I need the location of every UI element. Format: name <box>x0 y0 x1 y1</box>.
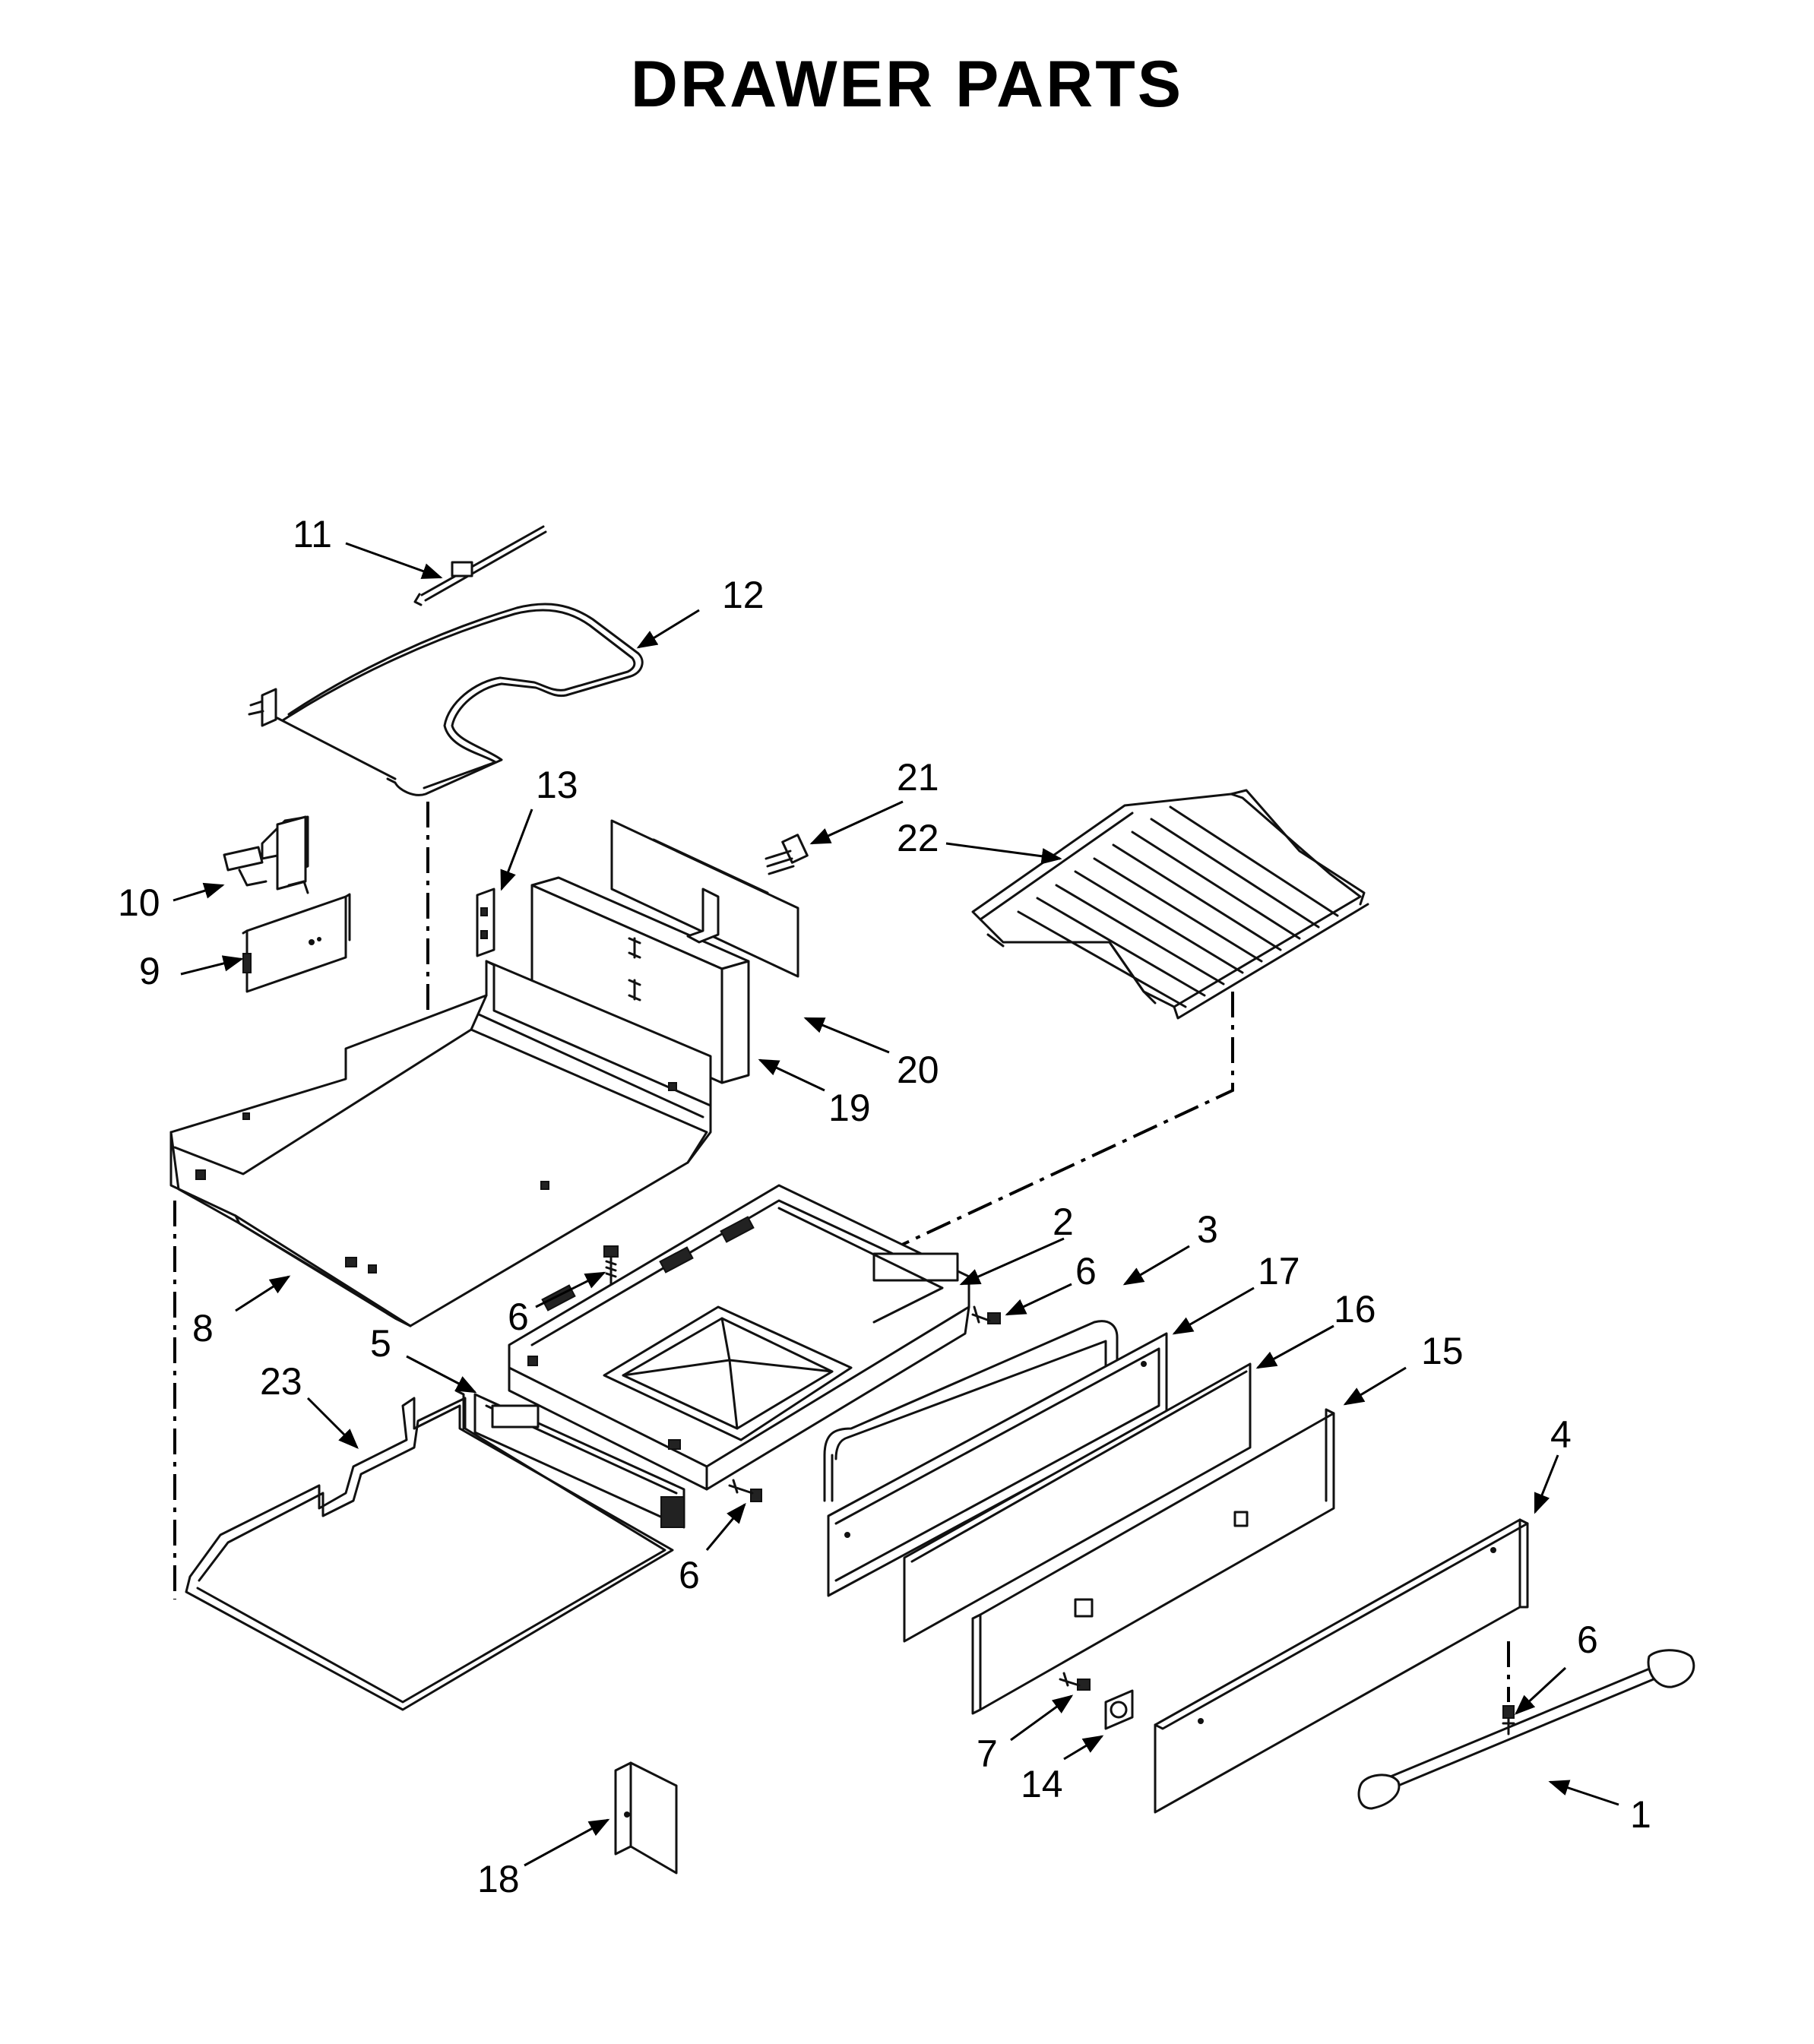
leader-23 <box>306 1397 359 1449</box>
callout-16: 16 <box>1334 1288 1376 1330</box>
part-6-screw-b <box>971 1305 1001 1324</box>
part-16-door-panel <box>903 1362 1252 1643</box>
part-21-screw <box>765 834 809 875</box>
leader-6c <box>705 1502 746 1551</box>
part-8-drawer-housing <box>169 960 712 1327</box>
part-19-insulation-box <box>530 876 750 1084</box>
callout-8: 8 <box>192 1307 214 1349</box>
callout-9: 9 <box>139 950 160 992</box>
part-15-outer-panel <box>971 1408 1335 1715</box>
part-9-mounting-plate <box>242 893 351 993</box>
part-3-trim-strip <box>823 1320 1119 1502</box>
leader-14 <box>1063 1735 1104 1761</box>
leader-12 <box>636 609 700 649</box>
part-6-screw-a <box>603 1245 619 1286</box>
callout-3: 3 <box>1197 1208 1218 1251</box>
callout-12: 12 <box>722 574 765 616</box>
part-2-drawer-pan <box>508 1184 970 1491</box>
leader-13 <box>500 808 533 891</box>
callout-7: 7 <box>977 1732 998 1775</box>
part-22-wire-rack <box>971 789 1369 1020</box>
callout-6b: 6 <box>1075 1250 1097 1293</box>
callout-4: 4 <box>1550 1413 1572 1456</box>
leader-6b <box>1005 1283 1072 1316</box>
part-23-gasket <box>185 1389 674 1711</box>
part-14-spacer <box>1104 1689 1134 1730</box>
leader-19 <box>758 1058 825 1092</box>
leader-20 <box>803 1017 890 1054</box>
leader-2 <box>959 1237 1065 1286</box>
leader-7 <box>1010 1694 1074 1742</box>
callout-1: 1 <box>1630 1793 1651 1836</box>
callout-23: 23 <box>260 1360 302 1403</box>
callout-15: 15 <box>1421 1330 1464 1372</box>
leader-3 <box>1122 1245 1190 1286</box>
part-10-bracket <box>223 815 309 894</box>
leader-4 <box>1534 1454 1559 1514</box>
leader-18 <box>524 1818 610 1867</box>
part-11-temperature-sensor <box>413 525 547 606</box>
callout-18: 18 <box>477 1858 520 1900</box>
leader-6d <box>1515 1666 1567 1715</box>
part-4-drawer-front <box>1154 1518 1529 1814</box>
callout-labels: 11 12 13 10 9 21 22 20 19 2 3 6 17 16 15… <box>118 513 1651 1900</box>
leader-6a <box>535 1271 606 1308</box>
callout-6c: 6 <box>679 1554 700 1596</box>
leader-17 <box>1172 1286 1255 1335</box>
part-7-screw <box>1059 1672 1091 1691</box>
leader-16 <box>1255 1324 1334 1369</box>
part-5-slide-rail <box>473 1393 685 1529</box>
part-6-screw-d <box>1502 1705 1515 1736</box>
callout-10: 10 <box>118 881 160 924</box>
part-18-bracket <box>614 1761 678 1875</box>
leader-5 <box>406 1355 477 1394</box>
leader-1 <box>1548 1780 1619 1806</box>
part-6-screw-c <box>728 1479 762 1502</box>
leader-8 <box>235 1275 291 1312</box>
callout-17: 17 <box>1258 1250 1300 1293</box>
part-20-heat-shield <box>610 819 799 978</box>
leader-9 <box>180 955 244 976</box>
callout-14: 14 <box>1021 1763 1063 1805</box>
callout-13: 13 <box>536 764 578 806</box>
callout-6a: 6 <box>508 1296 529 1338</box>
part-12-heating-element <box>248 603 644 796</box>
callout-11: 11 <box>293 513 332 555</box>
part-13-bracket <box>476 888 495 957</box>
leader-arrows <box>173 542 1619 1867</box>
diagram-title: DRAWER PARTS <box>630 48 1184 121</box>
leader-15 <box>1343 1366 1407 1406</box>
leader-11 <box>345 542 443 579</box>
callout-22: 22 <box>897 817 939 859</box>
callout-6d: 6 <box>1577 1618 1598 1661</box>
callout-2: 2 <box>1053 1201 1074 1243</box>
part-1-handle <box>1357 1649 1695 1810</box>
callout-20: 20 <box>897 1049 939 1091</box>
callout-21: 21 <box>897 756 939 799</box>
leader-10 <box>173 882 225 902</box>
leader-21 <box>809 800 904 845</box>
leader-22 <box>945 842 1062 865</box>
callout-5: 5 <box>370 1322 391 1365</box>
callout-19: 19 <box>828 1087 871 1129</box>
